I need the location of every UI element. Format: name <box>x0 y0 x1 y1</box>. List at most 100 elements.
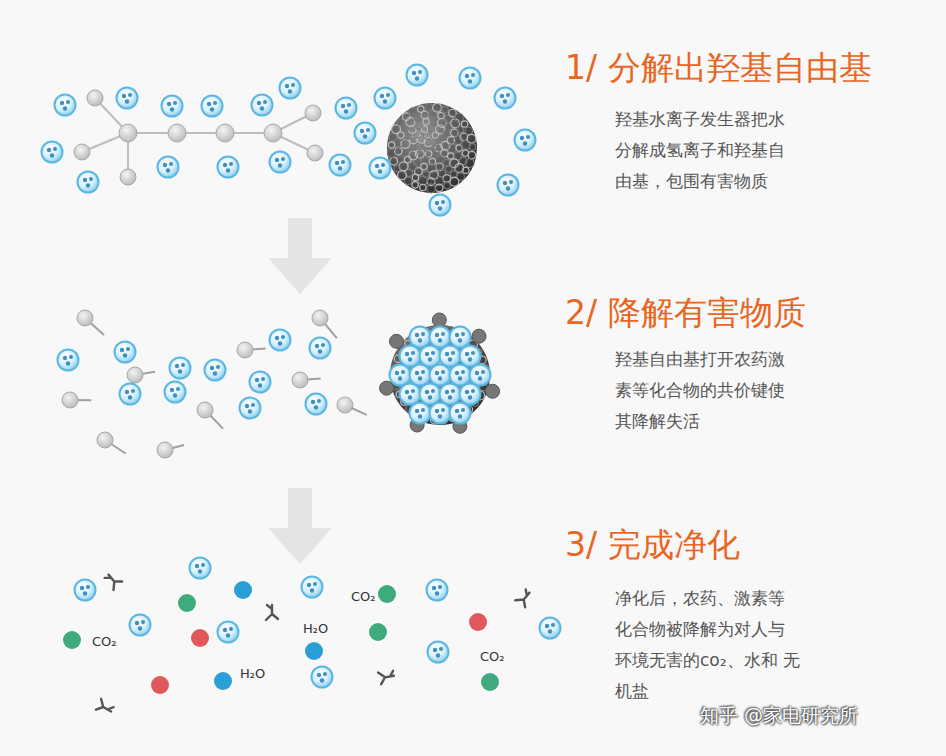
product-dot <box>369 623 387 641</box>
flow-arrow <box>268 218 332 564</box>
hydroxyl-ion <box>75 580 96 601</box>
hydroxyl-ion <box>42 142 63 163</box>
virus-texture <box>415 143 421 149</box>
virus-texture <box>414 120 423 129</box>
atom <box>119 124 137 142</box>
product-dot <box>191 629 209 647</box>
atom <box>216 124 234 142</box>
virus-texture <box>420 184 426 190</box>
chemical-label: CO₂ <box>92 634 117 650</box>
virus-texture <box>390 157 398 165</box>
hydroxyl-ion <box>440 346 461 367</box>
virus-texture <box>443 131 449 137</box>
hydroxyl-ion <box>410 365 431 386</box>
hydroxyl-ion <box>218 622 239 643</box>
product-dot <box>234 581 252 599</box>
harmful-particle <box>380 103 500 433</box>
virus-texture <box>443 159 449 165</box>
hydroxyl-ion <box>400 384 421 405</box>
atom <box>127 367 143 383</box>
hydroxyl-ion <box>407 65 428 86</box>
hydroxyl-ion <box>430 327 451 348</box>
chemical-label: H₂O <box>303 621 328 637</box>
atom <box>337 397 353 413</box>
virus-body <box>390 325 490 425</box>
hydroxyl-ion <box>355 123 376 144</box>
salt-fragment <box>515 589 534 608</box>
atom <box>312 310 328 326</box>
step-heading: 1/ 分解出羟基自由基 <box>565 48 872 88</box>
hydroxyl-ion <box>370 158 391 179</box>
step-description: 净化后，农药、激素等 化合物被降解为对人与 环境无害的co₂、水和 无机盐 <box>615 583 803 707</box>
atom <box>305 105 321 121</box>
hydroxyl-ion <box>270 152 291 173</box>
atom <box>264 124 282 142</box>
hydroxyl-ion <box>430 403 451 424</box>
virus-texture <box>405 133 411 139</box>
hydroxyl-ion <box>498 175 519 196</box>
virus-texture <box>425 104 433 112</box>
virus-texture <box>419 176 428 185</box>
virus-texture <box>450 171 456 177</box>
hydroxyl-ion <box>420 384 441 405</box>
hydroxyl-ion <box>250 372 271 393</box>
product-dot <box>214 672 232 690</box>
chemical-label: H₂O <box>240 666 265 682</box>
salt-fragment <box>266 605 278 620</box>
hydroxyl-ion <box>410 403 431 424</box>
virus-body <box>387 103 477 193</box>
hydroxyl-ion <box>375 88 396 109</box>
step-description: 羟基自由基打开农药激 素等化合物的共价键使 其降解失活 <box>615 344 803 437</box>
hydroxyl-ion <box>450 403 471 424</box>
salt-fragment <box>104 571 123 590</box>
virus-texture <box>465 159 474 168</box>
product-dot <box>305 642 323 660</box>
chemical-label: CO₂ <box>480 649 505 665</box>
virus-texture <box>418 106 424 112</box>
virus-texture <box>406 118 415 127</box>
hydroxyl-ion <box>330 155 351 176</box>
hydroxyl-ion <box>428 642 449 663</box>
virus-texture <box>394 165 400 171</box>
atom <box>237 342 253 358</box>
atom <box>197 402 213 418</box>
hydroxyl-ion <box>440 384 461 405</box>
hydroxyl-ion <box>117 88 138 109</box>
step-heading: 3/ 完成净化 <box>565 525 740 565</box>
chemical-label: CO₂ <box>351 589 376 605</box>
virus-texture <box>427 184 436 193</box>
hydroxyl-ion <box>42 65 561 688</box>
salt-fragment <box>95 699 114 717</box>
hydroxyl-ion <box>55 95 76 116</box>
virus-texture <box>467 134 476 143</box>
virus-texture <box>469 144 475 150</box>
virus-spike <box>432 313 446 327</box>
molecule <box>74 90 323 185</box>
virus-texture <box>438 112 444 118</box>
hydroxyl-ion <box>252 95 273 116</box>
virus-spike <box>389 334 403 348</box>
product-dot <box>63 571 534 717</box>
hydroxyl-ion <box>240 398 261 419</box>
step-description: 羟基水离子发生器把水 分解成氢离子和羟基自 由基，包围有害物质 <box>615 104 803 197</box>
hydroxyl-ion <box>420 346 441 367</box>
hydroxyl-ion <box>280 78 301 99</box>
hydroxyl-ion <box>427 580 448 601</box>
virus-texture <box>444 182 450 188</box>
hydroxyl-ion <box>430 365 451 386</box>
hydroxyl-ion <box>495 88 516 109</box>
virus-texture <box>457 126 463 132</box>
atom <box>87 90 103 106</box>
hydroxyl-ion <box>310 338 331 359</box>
hydroxyl-ion <box>460 384 481 405</box>
atom <box>292 372 308 388</box>
hydroxyl-ion <box>170 358 191 379</box>
hydroxyl-ion <box>410 327 431 348</box>
atom <box>77 310 93 326</box>
hydroxyl-ion <box>470 365 491 386</box>
virus-texture <box>388 142 394 148</box>
virus-texture <box>447 153 453 159</box>
atom <box>120 169 136 185</box>
hydroxyl-ion <box>205 360 226 381</box>
